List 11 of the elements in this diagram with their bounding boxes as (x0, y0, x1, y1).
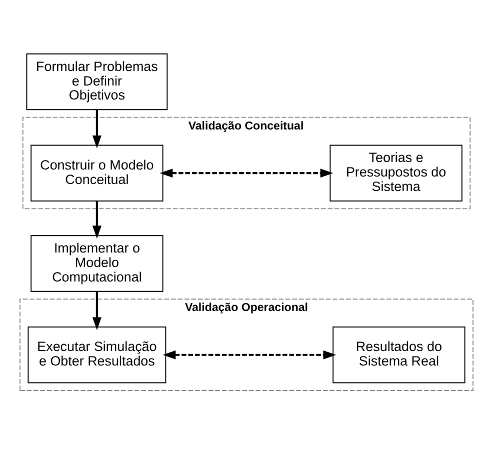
node-box: Executar Simulação e Obter Resultados (28, 326, 166, 384)
node-box: Implementar o Modelo Computacional (30, 235, 164, 292)
node-box: Construir o Modelo Conceitual (30, 144, 164, 202)
arrow (162, 350, 336, 360)
node-box: Formular Problemas e Definir Objetivos (26, 53, 168, 110)
node-box: Teorias e Pressupostos do Sistema (330, 144, 462, 202)
node-box: Resultados do Sistema Real (332, 326, 466, 384)
arrow (92, 110, 102, 148)
arrow (160, 168, 334, 178)
arrow (92, 292, 102, 330)
arrow (92, 201, 102, 239)
